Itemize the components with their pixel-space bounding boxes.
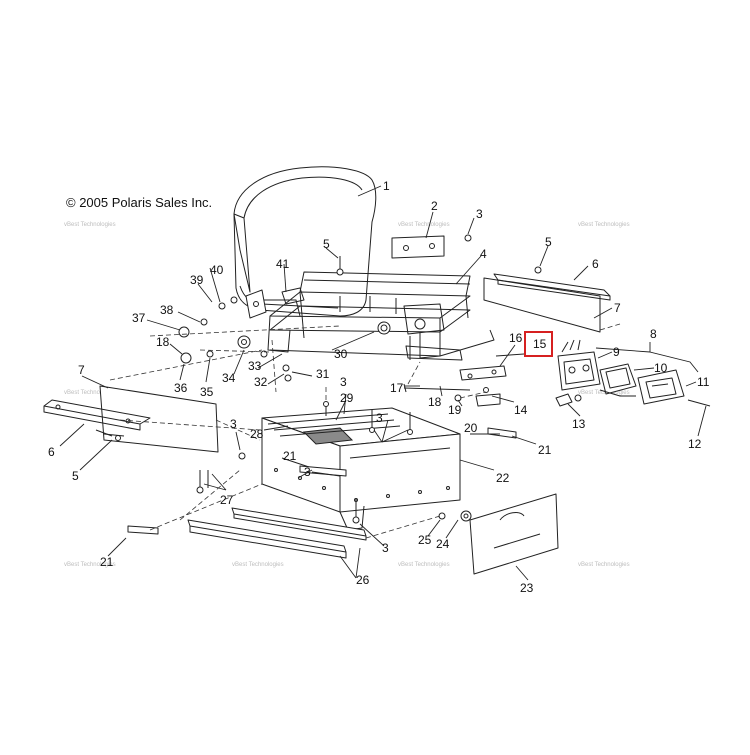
callout-30: 30 [334, 347, 348, 361]
callout-32: 32 [254, 375, 268, 389]
callout-14: 14 [514, 403, 528, 417]
callout-21: 21 [100, 555, 114, 569]
studs [196, 401, 413, 524]
callout-3: 3 [382, 541, 389, 555]
callout-1: 1 [383, 179, 390, 193]
watermark: vBest Technologies [578, 562, 630, 568]
callout-38: 38 [160, 303, 174, 317]
callout-26: 26 [356, 573, 370, 587]
callout-27: 27 [220, 493, 234, 507]
small-hardware [95, 234, 472, 437]
watermark: vBest Technologies [578, 222, 630, 228]
bottom-runners [187, 507, 367, 559]
callout-2: 2 [431, 199, 438, 213]
copyright-text: © 2005 Polaris Sales Inc. [66, 195, 212, 210]
side-panel [438, 493, 559, 575]
callout-7: 7 [614, 301, 621, 315]
tail-light-hardware [403, 353, 525, 407]
callout-36: 36 [174, 381, 188, 395]
watermark: vBest Technologies [232, 562, 284, 568]
callout-9: 9 [613, 345, 620, 359]
watermark: vBest Technologies [64, 390, 116, 396]
callout-10: 10 [654, 361, 668, 375]
callout-5: 5 [545, 235, 552, 249]
callout-4: 4 [480, 247, 487, 261]
callout-33: 33 [248, 359, 262, 373]
rack-frame [260, 271, 495, 361]
callout-3: 3 [340, 375, 347, 389]
callout-29: 29 [340, 391, 354, 405]
callout-21: 21 [283, 449, 297, 463]
callout-3: 3 [304, 465, 311, 479]
left-mud-flap [43, 385, 219, 453]
cargo-box [261, 407, 461, 531]
callout-17: 17 [390, 381, 404, 395]
watermark: vBest Technologies [64, 562, 116, 568]
callout-28: 28 [250, 427, 264, 441]
callout-5: 5 [72, 469, 79, 483]
loose-rods [127, 427, 517, 535]
watermarks: vBest Technologies vBest Technologies vB… [64, 222, 630, 568]
callout-25: 25 [418, 533, 432, 547]
callout-labels: 1 2 3 4 5 5 5 6 6 7 7 8 9 10 11 12 13 14… [48, 179, 710, 595]
callout-3: 3 [376, 411, 383, 425]
tail-light-assembly [555, 339, 711, 407]
watermark: vBest Technologies [578, 390, 630, 396]
callout-34: 34 [222, 371, 236, 385]
callout-31: 31 [316, 367, 330, 381]
callout-6: 6 [592, 257, 599, 271]
callout-20: 20 [464, 421, 478, 435]
callout-8: 8 [650, 327, 657, 341]
callout-7: 7 [78, 363, 85, 377]
callout-18: 18 [428, 395, 442, 409]
callout-12: 12 [688, 437, 702, 451]
highlight-box [524, 331, 553, 357]
callout-18: 18 [156, 335, 170, 349]
right-mud-flap [483, 266, 611, 333]
callout-11: 11 [697, 375, 710, 389]
watermark: vBest Technologies [64, 222, 116, 228]
callout-23: 23 [520, 581, 534, 595]
callout-41: 41 [276, 257, 290, 271]
callout-19: 19 [448, 403, 462, 417]
watermark: vBest Technologies [398, 562, 450, 568]
callout-6: 6 [48, 445, 55, 459]
callout-3: 3 [476, 207, 483, 221]
leader-lines [59, 185, 707, 581]
callout-37: 37 [132, 311, 146, 325]
watermark: vBest Technologies [398, 222, 450, 228]
callout-3: 3 [230, 417, 237, 431]
callout-40: 40 [210, 263, 224, 277]
mount-plate [391, 235, 445, 259]
callout-15: 15 [533, 337, 547, 351]
callout-39: 39 [190, 273, 204, 287]
guide-lines [109, 323, 621, 539]
callout-24: 24 [436, 537, 450, 551]
callout-22: 22 [496, 471, 510, 485]
callout-16: 16 [509, 331, 523, 345]
backrest-bracket [245, 289, 267, 319]
callout-35: 35 [200, 385, 214, 399]
callout-5: 5 [323, 237, 330, 251]
callout-21: 21 [538, 443, 552, 457]
callout-13: 13 [572, 417, 586, 431]
